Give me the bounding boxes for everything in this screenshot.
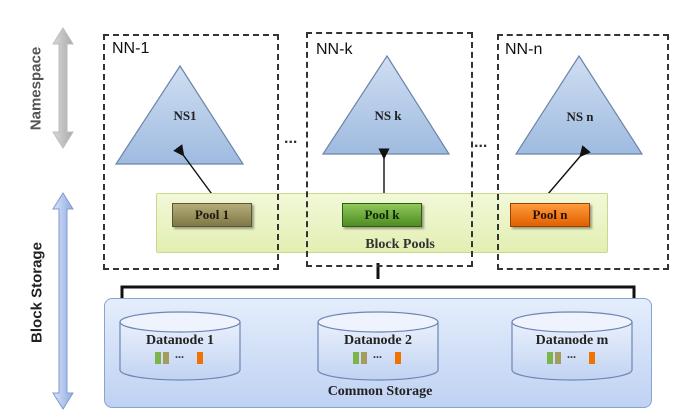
pool-n: Pool n <box>510 203 590 227</box>
datanode-label-2: Datanode 2 <box>343 333 413 348</box>
common-storage-label: Common Storage <box>327 384 433 399</box>
namenode-box-n <box>497 34 669 270</box>
block-dots: ... <box>373 347 382 361</box>
namenode-box-1 <box>103 34 279 270</box>
datanode-label-1: Datanode 1 <box>145 333 215 348</box>
block-dots: ... <box>175 347 184 361</box>
pool-k: Pool k <box>342 203 422 227</box>
namespace-label-n: NS n <box>566 109 594 124</box>
block-dots: ... <box>567 347 576 361</box>
namenode-label-k: NN-k <box>316 41 353 58</box>
ellipsis-1: ... <box>284 130 298 147</box>
block-orange-marker <box>589 352 595 364</box>
ellipsis-2: ... <box>474 134 488 151</box>
block-orange-marker <box>395 352 401 364</box>
block-olive-marker <box>555 352 561 364</box>
datanode-blocks-m: ... <box>547 347 607 364</box>
block-olive-marker <box>361 352 367 364</box>
datanode-blocks-1: ... <box>155 347 215 364</box>
block-green-marker <box>155 352 161 364</box>
ns1-pool1-arrow <box>173 144 221 206</box>
datanode-blocks-2: ... <box>353 347 413 364</box>
namenode-label-n: NN-n <box>505 41 543 58</box>
block-storage-double-arrow <box>52 192 74 410</box>
datanode-cylinder-1 <box>119 311 241 381</box>
namespace-label-1: NS1 <box>173 108 197 123</box>
block-pools-label: Block Pools <box>365 237 435 252</box>
namenode-label-1: NN-1 <box>112 40 150 57</box>
block-olive-marker <box>163 352 169 364</box>
namespace-double-arrow <box>52 27 74 149</box>
pool-1: Pool 1 <box>172 203 252 227</box>
namespace-label-k: NS k <box>374 108 402 123</box>
datanode-cylinder-m <box>511 311 633 381</box>
datanode-cylinder-2 <box>317 311 439 381</box>
block-green-marker <box>547 352 553 364</box>
block-green-marker <box>353 352 359 364</box>
datanode-label-m: Datanode m <box>535 333 609 348</box>
namenode-box-k <box>306 32 473 267</box>
block-orange-marker <box>197 352 203 364</box>
